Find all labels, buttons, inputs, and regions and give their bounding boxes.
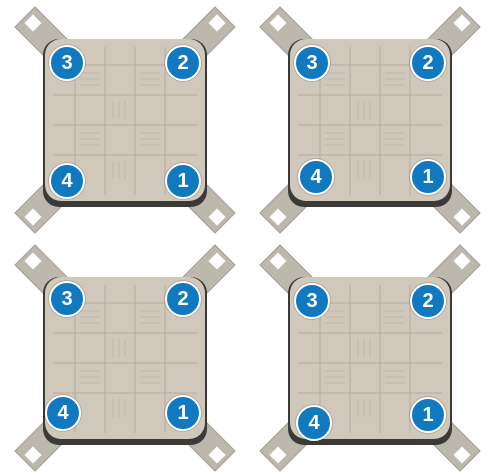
cooler-block-panel-1: 3 2 4 1	[5, 5, 245, 235]
cooler-block-image	[5, 243, 245, 473]
corner-number-badge-bottom-left: 4	[49, 163, 85, 199]
cooler-block-panel-3: 3 2 4 1	[5, 243, 245, 473]
corner-number-badge-top-right: 2	[165, 45, 201, 81]
cooler-block-image	[5, 5, 245, 235]
corner-number-badge-bottom-right: 1	[165, 163, 201, 199]
corner-number-badge-bottom-right: 1	[165, 395, 201, 431]
cooler-block-image	[250, 243, 490, 473]
corner-number-badge-top-right: 2	[410, 283, 446, 319]
corner-number-badge-top-left: 3	[49, 45, 85, 81]
corner-number-badge-bottom-left: 4	[45, 395, 81, 431]
cooler-block-panel-4: 3 2 4 1	[250, 243, 490, 473]
corner-number-badge-bottom-right: 1	[410, 159, 446, 195]
corner-number-badge-bottom-left: 4	[296, 405, 332, 441]
corner-number-badge-bottom-left: 4	[298, 159, 334, 195]
corner-number-badge-bottom-right: 1	[410, 397, 446, 433]
corner-number-badge-top-right: 2	[165, 281, 201, 317]
corner-number-badge-top-left: 3	[49, 281, 85, 317]
corner-number-badge-top-left: 3	[294, 45, 330, 81]
cooler-block-panel-2: 3 2 4 1	[250, 5, 490, 235]
cooler-block-image	[250, 5, 490, 235]
corner-number-badge-top-left: 3	[294, 283, 330, 319]
corner-number-badge-top-right: 2	[410, 45, 446, 81]
